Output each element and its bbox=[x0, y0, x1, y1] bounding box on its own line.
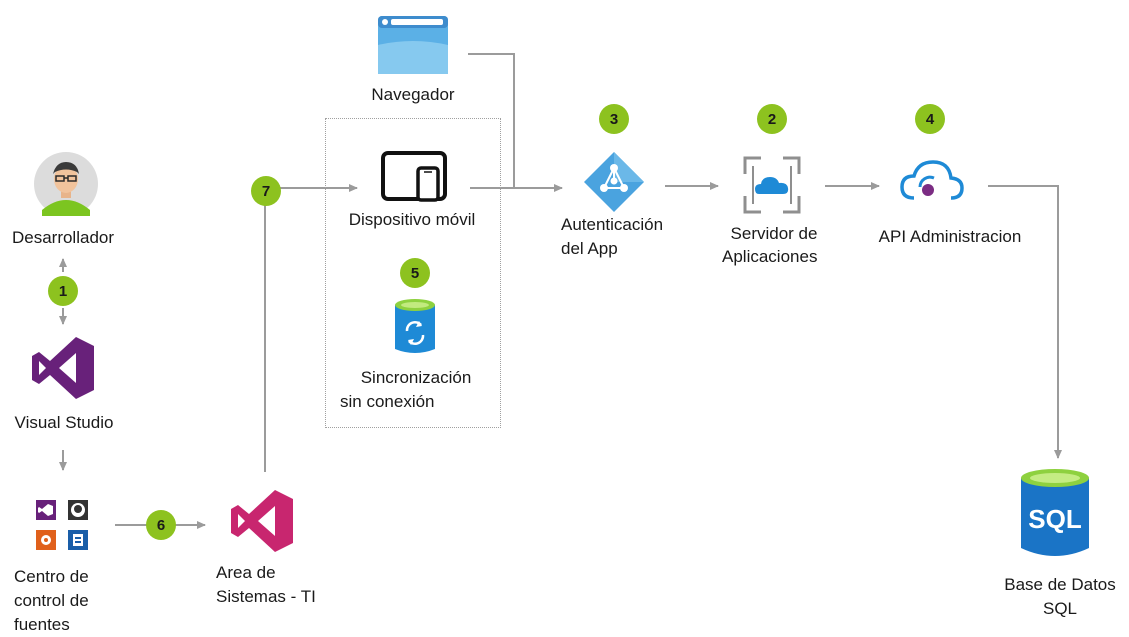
browser-icon bbox=[378, 16, 448, 74]
sync-label-1: Sincronización bbox=[360, 368, 472, 387]
area-label-1: Area de bbox=[216, 563, 276, 582]
badge-4: 4 bbox=[915, 104, 945, 134]
browser-label: Navegador bbox=[371, 85, 455, 104]
auth-label-2: del App bbox=[561, 239, 618, 258]
api-label: API Administracion bbox=[878, 227, 1022, 246]
app-authentication-icon bbox=[584, 152, 644, 212]
database-label-1: Base de Datos bbox=[1004, 575, 1116, 594]
line-navegador bbox=[468, 53, 515, 188]
developer-label: Desarrollador bbox=[11, 228, 115, 247]
source-control-label-3: fuentes bbox=[14, 615, 70, 634]
mobile-device-icon bbox=[381, 151, 447, 202]
sync-label-2: sin conexión bbox=[340, 392, 435, 411]
server-label-2: Aplicaciones bbox=[722, 247, 818, 266]
badge-5: 5 bbox=[400, 258, 430, 288]
source-control-label-1: Centro de bbox=[14, 567, 89, 586]
sql-icon-text: SQL bbox=[1028, 504, 1082, 534]
visual-studio-icon bbox=[32, 337, 94, 399]
offline-sync-icon bbox=[395, 299, 435, 353]
badge-7: 7 bbox=[251, 176, 281, 206]
badge-2: 2 bbox=[757, 104, 787, 134]
server-label-1: Servidor de bbox=[730, 224, 818, 243]
devops-icon bbox=[231, 490, 293, 552]
source-control-label-2: control de bbox=[14, 591, 89, 610]
api-management-icon bbox=[900, 160, 964, 200]
auth-label-1: Autenticación bbox=[561, 215, 664, 234]
badge-1: 1 bbox=[48, 276, 78, 306]
database-label-2: SQL bbox=[1042, 599, 1078, 618]
mobile-client-group bbox=[325, 118, 501, 428]
sql-database-icon: SQL bbox=[1021, 469, 1089, 556]
area-label-2: Sistemas - TI bbox=[216, 587, 316, 606]
visual-studio-label: Visual Studio bbox=[14, 413, 114, 432]
badge-3: 3 bbox=[599, 104, 629, 134]
arrow-api-db bbox=[988, 185, 1062, 459]
app-server-icon bbox=[743, 156, 801, 214]
mobile-device-label: Dispositivo móvil bbox=[348, 210, 476, 229]
badge-6: 6 bbox=[146, 510, 176, 540]
developer-avatar-icon bbox=[34, 152, 98, 216]
source-control-icons bbox=[36, 500, 88, 550]
